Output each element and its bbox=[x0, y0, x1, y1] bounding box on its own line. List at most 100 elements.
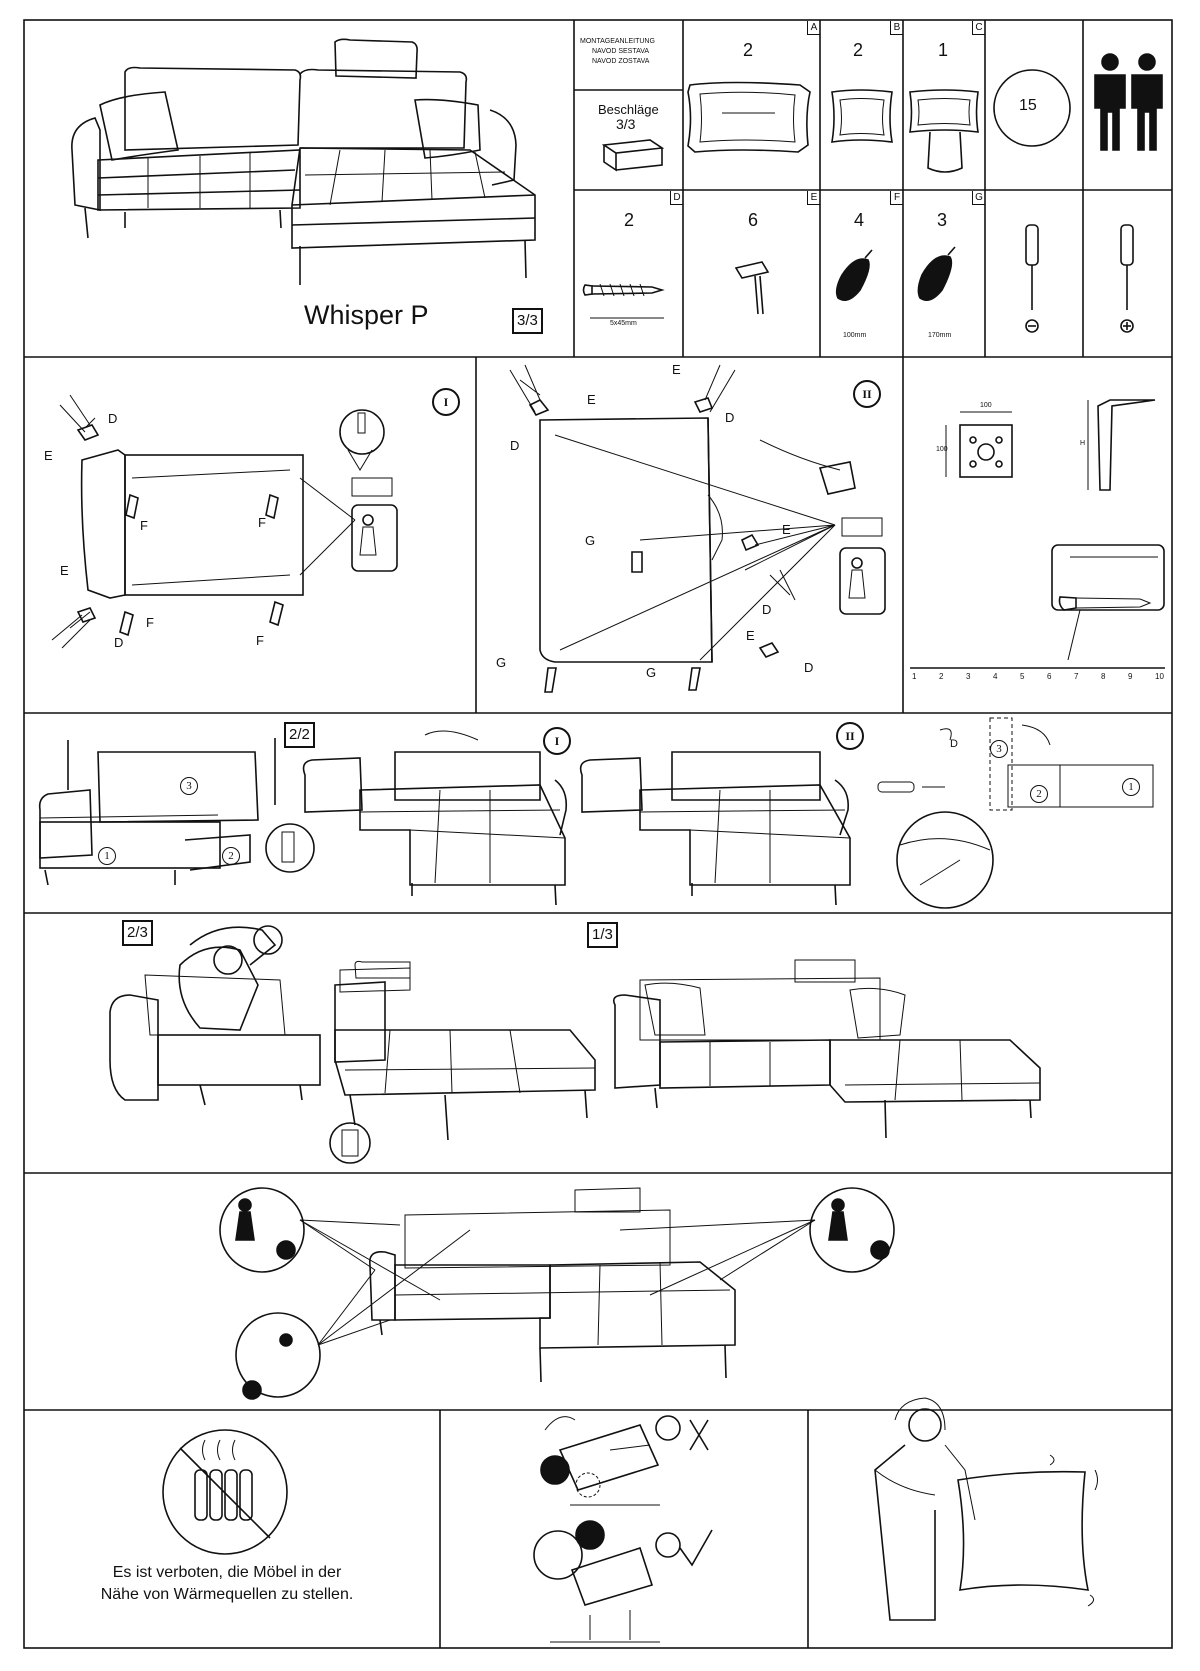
heat-source-warning: Es ist verboten, die Möbel in der Nähe v… bbox=[100, 1564, 354, 1603]
step3-connector-detail bbox=[877, 717, 1154, 909]
step4-badge-left: 2/3 bbox=[122, 920, 153, 946]
leg-bracket-icon bbox=[734, 261, 770, 315]
part-letter-a: A bbox=[807, 21, 820, 35]
large-pillow-icon bbox=[687, 81, 811, 153]
lifting-instruction-drawing bbox=[533, 1415, 713, 1643]
manual-header-line-3: NAVOD ZOSTAVA bbox=[592, 58, 650, 65]
phillips-screwdriver-icon bbox=[1120, 224, 1134, 333]
leg-short-note: 100mm bbox=[843, 332, 867, 339]
ruler-tick: 10 bbox=[1155, 672, 1164, 681]
callout-f: F bbox=[258, 515, 266, 530]
callout-e: E bbox=[587, 392, 596, 407]
package-badge: 3/3 bbox=[512, 308, 543, 334]
step3-ii-marker: II bbox=[836, 722, 864, 750]
manual-header-line-2: NAVOD SESTAVA bbox=[592, 48, 650, 55]
callout-g: G bbox=[585, 533, 596, 548]
ruler-tick: 4 bbox=[993, 672, 998, 681]
pillow-fluffing-drawing bbox=[874, 1397, 1098, 1621]
step4-assembled-sofa bbox=[612, 959, 1041, 1139]
module-number-1: 1 bbox=[98, 847, 116, 865]
sofa-hero-drawing bbox=[71, 38, 536, 285]
product-name: Whisper P bbox=[304, 300, 429, 330]
callout-d: D bbox=[804, 660, 814, 675]
leg-long-note: 170mm bbox=[928, 332, 952, 339]
leg-short-icon bbox=[835, 249, 873, 301]
plate-height-label: 100 bbox=[936, 446, 948, 453]
callout-e: E bbox=[672, 362, 681, 377]
assembly-time: 15 bbox=[1019, 97, 1037, 114]
ruler-tick: 1 bbox=[912, 672, 917, 681]
part-qty-g: 3 bbox=[937, 210, 948, 230]
callout-g: G bbox=[646, 665, 657, 680]
callout-d: D bbox=[762, 602, 772, 617]
part-letter-f: F bbox=[890, 191, 903, 205]
box-icon bbox=[601, 139, 665, 172]
ruler-tick: 5 bbox=[1020, 672, 1025, 681]
part-letter-d: D bbox=[670, 191, 683, 205]
ruler-tick: 9 bbox=[1128, 672, 1133, 681]
callout-f: F bbox=[146, 615, 154, 630]
module-number-2: 2 bbox=[222, 847, 240, 865]
usage-warning-sofa bbox=[219, 1187, 895, 1398]
callout-e: E bbox=[746, 628, 755, 643]
callout-e: E bbox=[60, 563, 69, 578]
module-number-2: 2 bbox=[1030, 785, 1048, 803]
small-pillow-icon bbox=[831, 89, 893, 143]
ruler-tick: 3 bbox=[966, 672, 971, 681]
part-qty-a: 2 bbox=[743, 40, 754, 60]
part-qty-b: 2 bbox=[853, 40, 864, 60]
step4-people-assembling bbox=[109, 925, 321, 1106]
leg-dimension-drawing bbox=[945, 399, 1156, 491]
module-number-3: 3 bbox=[180, 777, 198, 795]
step3-i-marker: I bbox=[543, 727, 571, 755]
part-letter-b: B bbox=[890, 21, 903, 35]
part-qty-d: 2 bbox=[624, 210, 635, 230]
fittings-title: Beschläge bbox=[598, 102, 659, 117]
callout-d: D bbox=[108, 411, 118, 426]
part-letter-e: E bbox=[807, 191, 820, 205]
no-heat-source-icon bbox=[162, 1429, 288, 1555]
callout-d: D bbox=[114, 635, 124, 650]
part-letter-c: C bbox=[972, 21, 985, 35]
step2-marker: II bbox=[853, 380, 881, 408]
step1-marker: I bbox=[432, 388, 460, 416]
part-qty-c: 1 bbox=[938, 40, 949, 60]
screw-icon bbox=[582, 283, 665, 319]
callout-f: F bbox=[256, 633, 264, 648]
manual-header-line-1: MONTAGEANLEITUNG bbox=[580, 38, 655, 45]
callout-g: G bbox=[496, 655, 507, 670]
clock-icon bbox=[993, 69, 1071, 147]
module-number-3: 3 bbox=[990, 740, 1008, 758]
flathead-screwdriver-icon bbox=[1025, 224, 1039, 333]
callout-d: D bbox=[725, 410, 735, 425]
plate-width-label: 100 bbox=[980, 402, 992, 409]
module-number-1: 1 bbox=[1122, 778, 1140, 796]
part-letter-g: G bbox=[972, 191, 985, 205]
step4-chaise-module bbox=[329, 960, 596, 1164]
part-qty-f: 4 bbox=[854, 210, 865, 230]
ruler-tick: 7 bbox=[1074, 672, 1079, 681]
step3-sofa-i bbox=[302, 730, 568, 906]
part-qty-e: 6 bbox=[748, 210, 759, 230]
ruler-tick-labels: 1 2 3 4 5 6 7 8 9 10 bbox=[912, 672, 1164, 681]
callout-e: E bbox=[44, 448, 53, 463]
headrest-pillow-icon bbox=[909, 89, 979, 173]
callout-f: F bbox=[140, 518, 148, 533]
step3-module-assembly bbox=[38, 738, 315, 886]
callout-d: D bbox=[510, 438, 520, 453]
screw-size-note: 5x45mm bbox=[610, 320, 637, 327]
ruler-tick: 8 bbox=[1101, 672, 1106, 681]
two-persons-icon bbox=[1094, 53, 1163, 151]
step1-frame-drawing bbox=[51, 394, 398, 649]
leg-height-label: H bbox=[1080, 440, 1086, 447]
step2-2-badge: 2/2 bbox=[284, 722, 315, 748]
warning-person-icons bbox=[235, 1198, 890, 1400]
fittings-fraction: 3/3 bbox=[616, 116, 636, 132]
step4-badge-right: 1/3 bbox=[587, 922, 618, 948]
callout-d: D bbox=[950, 738, 958, 750]
step2-frame-drawing bbox=[509, 364, 886, 693]
page-frame bbox=[23, 19, 1173, 1649]
leg-long-icon bbox=[917, 246, 956, 301]
